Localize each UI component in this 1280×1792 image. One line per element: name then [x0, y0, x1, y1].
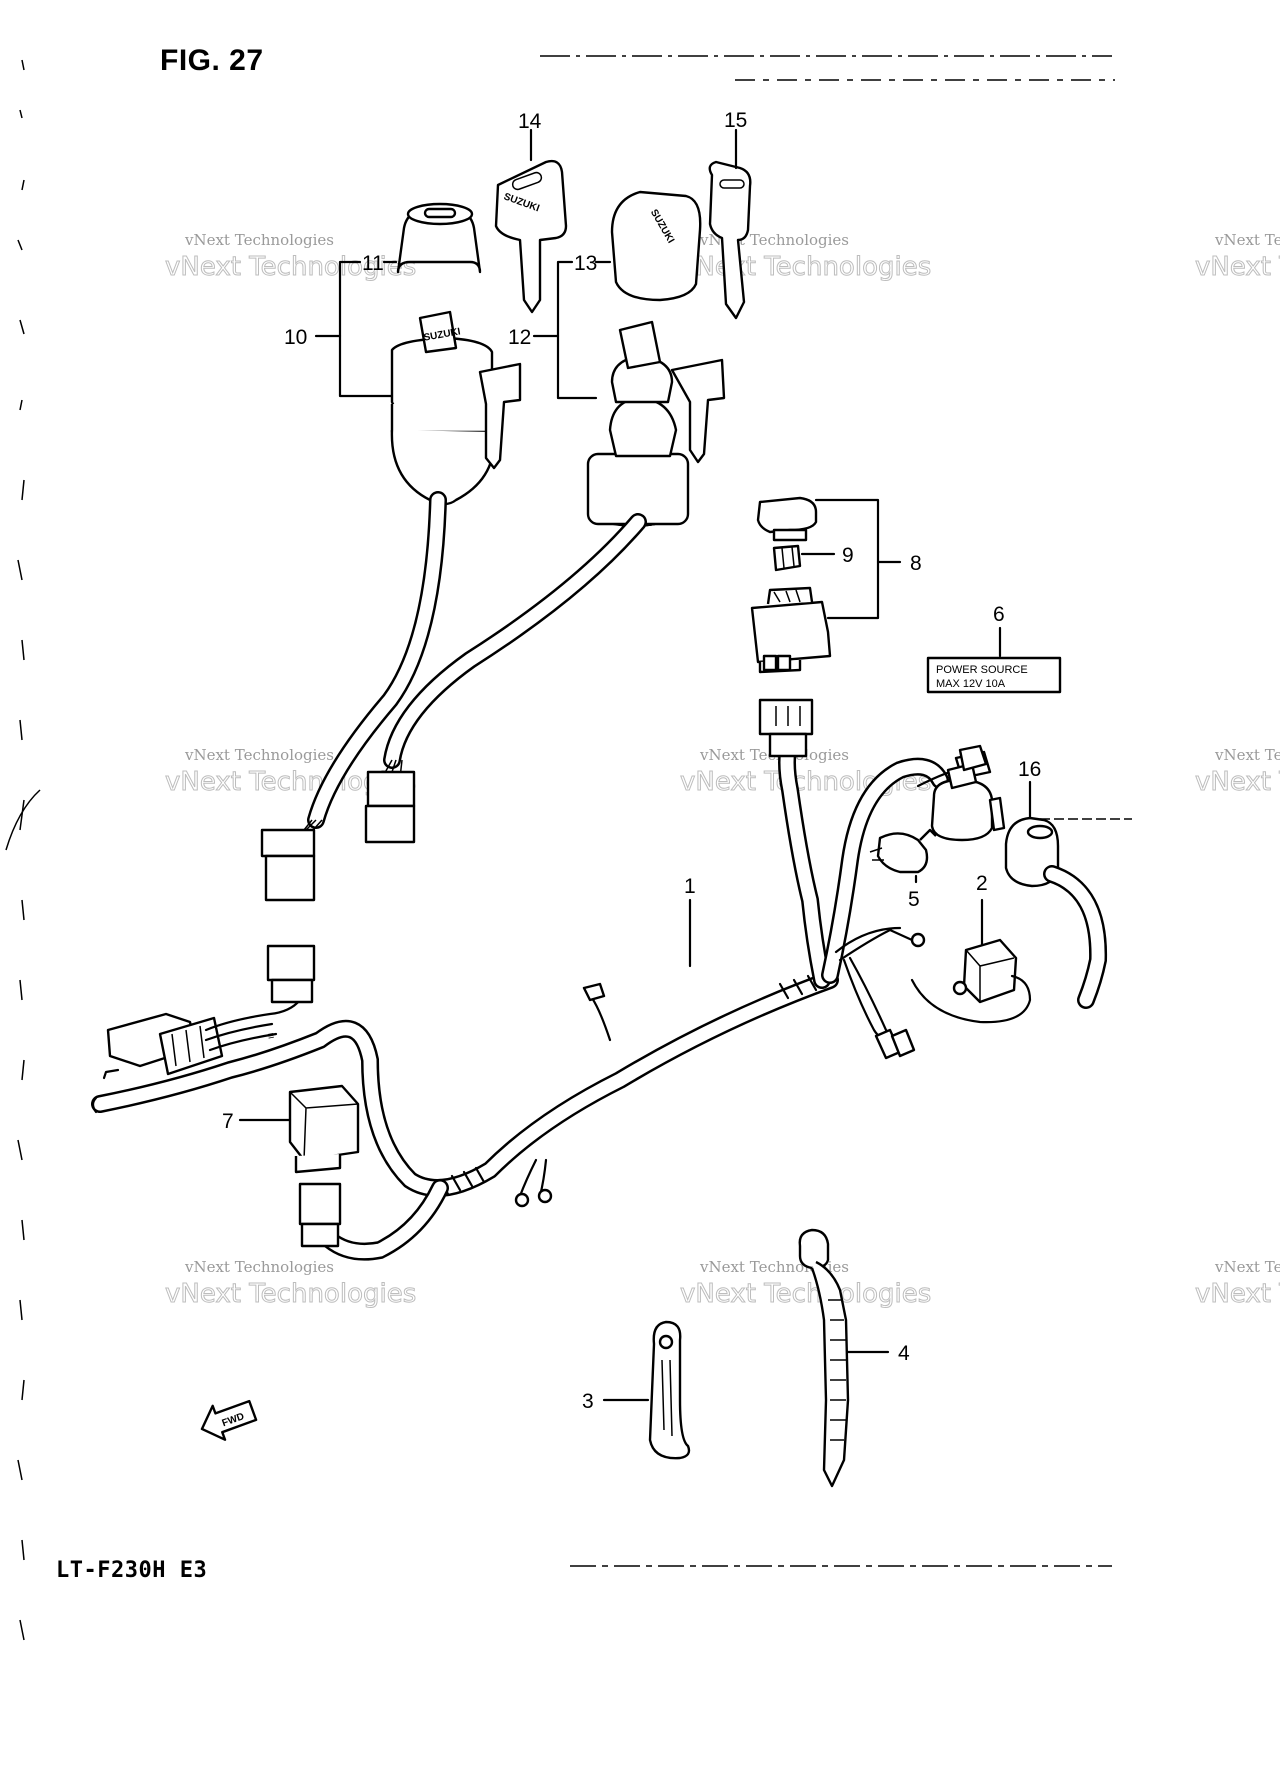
part-5-clamp[interactable]	[869, 828, 937, 874]
callout-6: 6	[993, 603, 1005, 626]
switch-12-cable	[364, 513, 647, 844]
part-8-fuse-holder[interactable]	[756, 496, 818, 542]
switch-10-cable	[260, 491, 447, 902]
callout-4: 4	[898, 1342, 910, 1365]
part-8-relay-socket[interactable]	[750, 586, 832, 674]
callout-1: 1	[684, 875, 696, 898]
callout-15: 15	[724, 109, 747, 132]
part-15-key[interactable]	[708, 160, 752, 320]
watermark: vNext Technologies vNext Technologies	[165, 231, 417, 283]
callout-leaders	[238, 780, 1032, 1402]
callout-8: 8	[910, 552, 922, 575]
part-2-relay[interactable]	[910, 938, 1032, 1024]
watermark-text: vNext Technologies	[184, 231, 334, 249]
part-12-ignition-switch[interactable]	[586, 320, 726, 528]
watermark: vNext Technologies vNext Technologies	[165, 1258, 417, 1310]
watermark-text: vNext Technologies	[1214, 231, 1280, 249]
callout-16: 16	[1018, 758, 1041, 781]
callout-7: 7	[222, 1110, 234, 1133]
callout-12: 12	[508, 326, 531, 349]
part-1-main-wiring-harness[interactable]: ≡	[91, 698, 992, 1261]
connector-pair-right[interactable]	[930, 744, 1006, 842]
watermark-text: vNext Technologies	[1214, 746, 1280, 764]
callout-2: 2	[976, 872, 988, 895]
part-4-cable-tie[interactable]	[798, 1228, 850, 1488]
callout-11: 11	[362, 252, 384, 275]
watermark: vNext Technologies vNext Technologies	[680, 1258, 932, 1310]
callout-9: 9	[842, 544, 854, 567]
model-code: LT-F230H E3	[56, 1558, 208, 1583]
callout-3: 3	[582, 1390, 594, 1413]
part-7-relay[interactable]	[288, 1084, 360, 1248]
watermark-text: vNext Technologies	[1214, 1258, 1280, 1276]
watermark-text: vNext Technologies	[184, 746, 334, 764]
watermark-outline: vNext Technologies	[680, 1279, 931, 1309]
part-14-key[interactable]: SUZUKI	[494, 159, 568, 314]
part-6-power-source-label[interactable]: POWER SOURCE MAX 12V 10A	[926, 656, 1062, 694]
callout-13: 13	[574, 252, 597, 275]
part-13-cap[interactable]: SUZUKI	[610, 190, 702, 302]
figure-title: FIG. 27	[160, 44, 264, 77]
part-9-fuse[interactable]	[772, 544, 802, 572]
bracket-8-9	[800, 498, 902, 620]
part-3-clamp[interactable]	[648, 1320, 691, 1460]
watermark-text: vNext Technologies	[184, 1258, 334, 1276]
part-10-ignition-switch[interactable]: SUZUKI	[390, 310, 522, 506]
callout-numbers: 1 2 3 4 5 6 7 8 9 10 11 12 13 14 15 16	[222, 109, 1041, 1413]
callout-5: 5	[908, 888, 920, 911]
watermark-group: vNext Technologies vNext Technologies vN…	[165, 231, 1280, 1310]
callout-14: 14	[518, 110, 542, 133]
power-label-line2: MAX 12V 10A	[936, 678, 1006, 690]
bracket-10-11	[314, 260, 398, 398]
watermark-outline: vNext Technologies	[1195, 1279, 1280, 1309]
watermark: vNext Technologies vNext Technologies	[680, 231, 932, 283]
scan-edge-marks	[5, 59, 41, 1641]
power-label-line1: POWER SOURCE	[936, 664, 1028, 676]
header-rules	[540, 55, 1115, 81]
watermark-outline: vNext Technologies	[165, 252, 416, 282]
part-11-cap[interactable]	[396, 202, 482, 274]
bracket-12-13	[532, 260, 612, 400]
watermark-outline: vNext Technologies	[165, 1279, 416, 1309]
forward-direction-arrow: FWD	[200, 1399, 258, 1441]
watermark: vNext Technologies vNext Technologies	[1195, 231, 1280, 283]
part-16-socket[interactable]	[1004, 816, 1108, 1009]
watermark-outline: vNext Technologies	[680, 252, 931, 282]
watermark-outline: vNext Technologies	[1195, 252, 1280, 282]
harness-marking-text: ≡	[267, 1030, 275, 1043]
callout-10: 10	[284, 326, 307, 349]
watermark-outline: vNext Technologies	[1195, 767, 1280, 797]
watermark: vNext Technologies vNext Technologies	[1195, 1258, 1280, 1310]
watermark: vNext Technologies vNext Technologies	[1195, 746, 1280, 798]
